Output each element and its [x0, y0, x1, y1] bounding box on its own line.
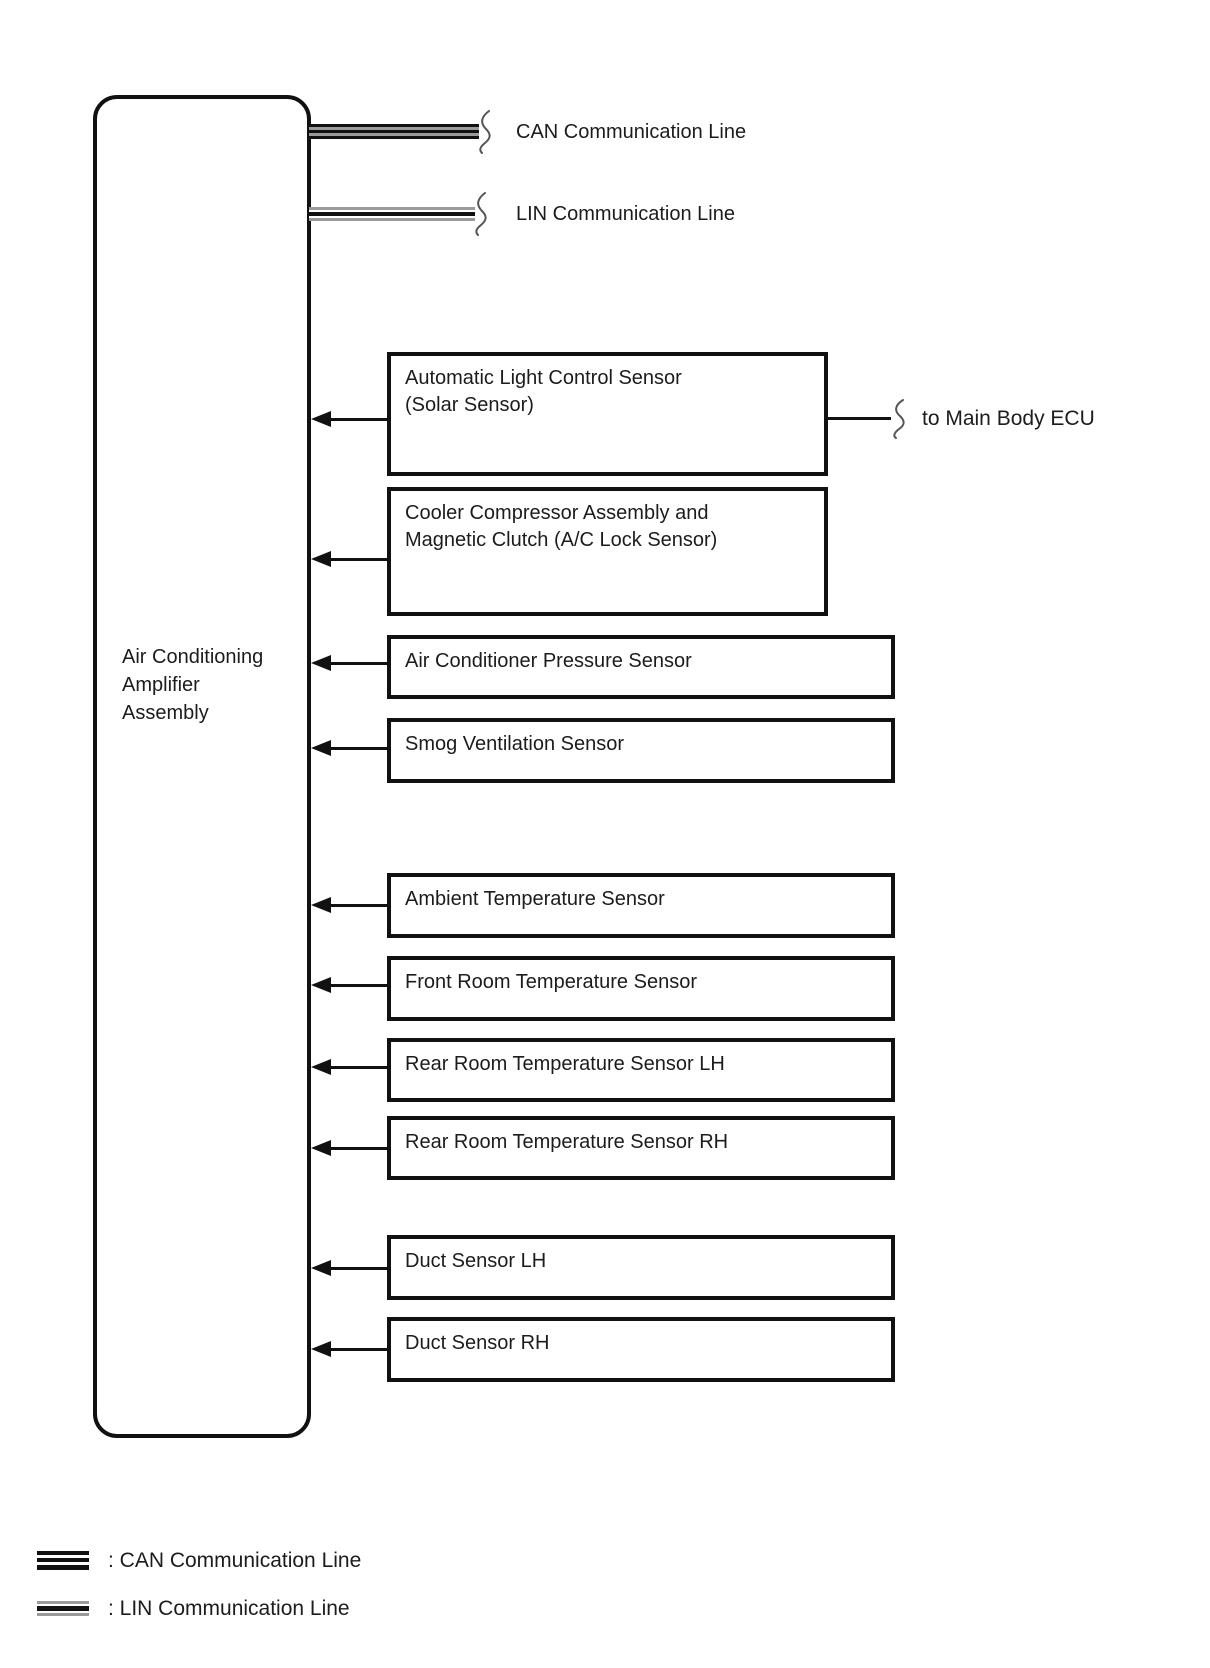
sensor-label: Automatic Light Control Sensor	[405, 367, 682, 389]
to-main-body-ecu-label: to Main Body ECU	[922, 407, 1095, 430]
signal-arrow	[311, 1341, 387, 1357]
air-conditioning-amplifier-box	[93, 95, 311, 1438]
signal-arrow	[311, 977, 387, 993]
sensor-label: Ambient Temperature Sensor	[405, 888, 665, 910]
sensor-box-rear-room-temperature-rh: Rear Room Temperature Sensor RH	[387, 1116, 895, 1180]
ecu-line-break-squiggle	[893, 399, 905, 439]
signal-arrow	[311, 1140, 387, 1156]
sensor-box-rear-room-temperature-lh: Rear Room Temperature Sensor LH	[387, 1038, 895, 1102]
air-conditioning-amplifier-label: Air Conditioning Amplifier Assembly	[122, 643, 263, 727]
lin-communication-band	[309, 207, 475, 221]
legend-can-label: : CAN Communication Line	[108, 1549, 362, 1572]
arrowhead-left-icon	[311, 977, 331, 993]
lin-communication-line-label: LIN Communication Line	[516, 203, 735, 225]
arrowhead-left-icon	[311, 551, 331, 567]
sensor-label: (Solar Sensor)	[405, 394, 534, 416]
main-label-line3: Assembly	[122, 702, 209, 724]
arrowhead-left-icon	[311, 1341, 331, 1357]
signal-arrow	[311, 897, 387, 913]
sensor-box-ac-pressure: Air Conditioner Pressure Sensor	[387, 635, 895, 699]
legend-can-line-symbol	[37, 1551, 89, 1570]
sensor-label: Cooler Compressor Assembly and	[405, 502, 709, 524]
arrowhead-left-icon	[311, 411, 331, 427]
arrowhead-left-icon	[311, 1059, 331, 1075]
arrowhead-left-icon	[311, 1140, 331, 1156]
can-line-break-squiggle	[479, 110, 491, 154]
main-label-line1: Air Conditioning	[122, 646, 264, 668]
signal-arrow	[311, 1059, 387, 1075]
sensor-label: Rear Room Temperature Sensor RH	[405, 1131, 729, 1153]
sensor-label: Smog Ventilation Sensor	[405, 733, 625, 755]
sensor-label: Magnetic Clutch (A/C Lock Sensor)	[405, 529, 718, 551]
sensor-box-front-room-temperature: Front Room Temperature Sensor	[387, 956, 895, 1021]
sensor-box-cooler-compressor: Cooler Compressor Assembly and Magnetic …	[387, 487, 828, 616]
sensor-box-duct-lh: Duct Sensor LH	[387, 1235, 895, 1300]
sensor-label: Rear Room Temperature Sensor LH	[405, 1053, 725, 1075]
lin-line-break-squiggle	[475, 192, 487, 236]
arrowhead-left-icon	[311, 1260, 331, 1276]
sensor-box-duct-rh: Duct Sensor RH	[387, 1317, 895, 1382]
signal-arrow	[311, 551, 387, 567]
signal-arrow	[311, 411, 387, 427]
sensor-label: Duct Sensor RH	[405, 1332, 550, 1354]
legend-lin-line-symbol	[37, 1601, 89, 1616]
signal-arrow	[311, 655, 387, 671]
arrowhead-left-icon	[311, 897, 331, 913]
signal-arrow	[311, 740, 387, 756]
sensor-box-ambient-temperature: Ambient Temperature Sensor	[387, 873, 895, 938]
can-communication-band	[309, 124, 479, 139]
arrowhead-left-icon	[311, 655, 331, 671]
sensor-label: Air Conditioner Pressure Sensor	[405, 650, 692, 672]
can-communication-line-label: CAN Communication Line	[516, 121, 747, 143]
sensor-label: Front Room Temperature Sensor	[405, 971, 697, 993]
legend-lin-label: : LIN Communication Line	[108, 1597, 350, 1620]
signal-arrow	[311, 1260, 387, 1276]
arrowhead-left-icon	[311, 740, 331, 756]
sensor-box-automatic-light-control: Automatic Light Control Sensor (Solar Se…	[387, 352, 828, 476]
sensor-box-smog-ventilation: Smog Ventilation Sensor	[387, 718, 895, 783]
main-body-ecu-line	[825, 417, 891, 420]
sensor-label: Duct Sensor LH	[405, 1250, 547, 1272]
main-label-line2: Amplifier	[122, 674, 200, 696]
